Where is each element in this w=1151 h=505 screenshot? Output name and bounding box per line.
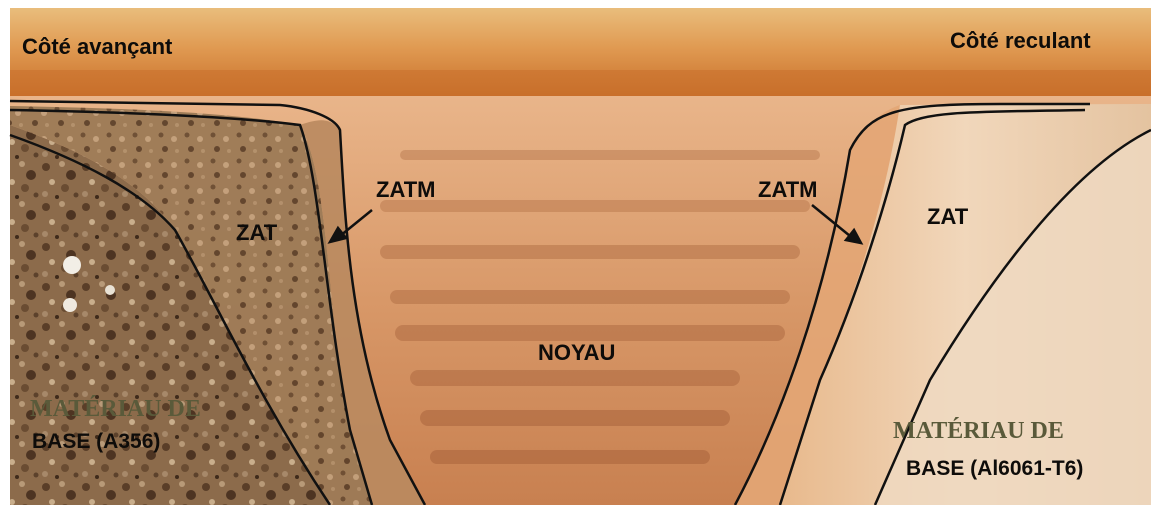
zatm-right-label: ZATM [758, 177, 817, 203]
advancing-side-label: Côté avançant [22, 34, 172, 60]
zat-left-label: ZAT [236, 220, 277, 246]
base-right-label-line1: MATÉRIAU DE [893, 418, 1064, 445]
base-left-label-line1: MATÉRIAU DE [30, 396, 201, 423]
base-right-label-line2: BASE (Al6061-T6) [906, 457, 1083, 481]
zatm-left-label: ZATM [376, 177, 435, 203]
base-left-label-line2: BASE (A356) [32, 430, 160, 454]
nugget-label: NOYAU [538, 340, 615, 366]
retreating-side-label: Côté reculant [950, 28, 1091, 54]
zat-right-label: ZAT [927, 204, 968, 230]
